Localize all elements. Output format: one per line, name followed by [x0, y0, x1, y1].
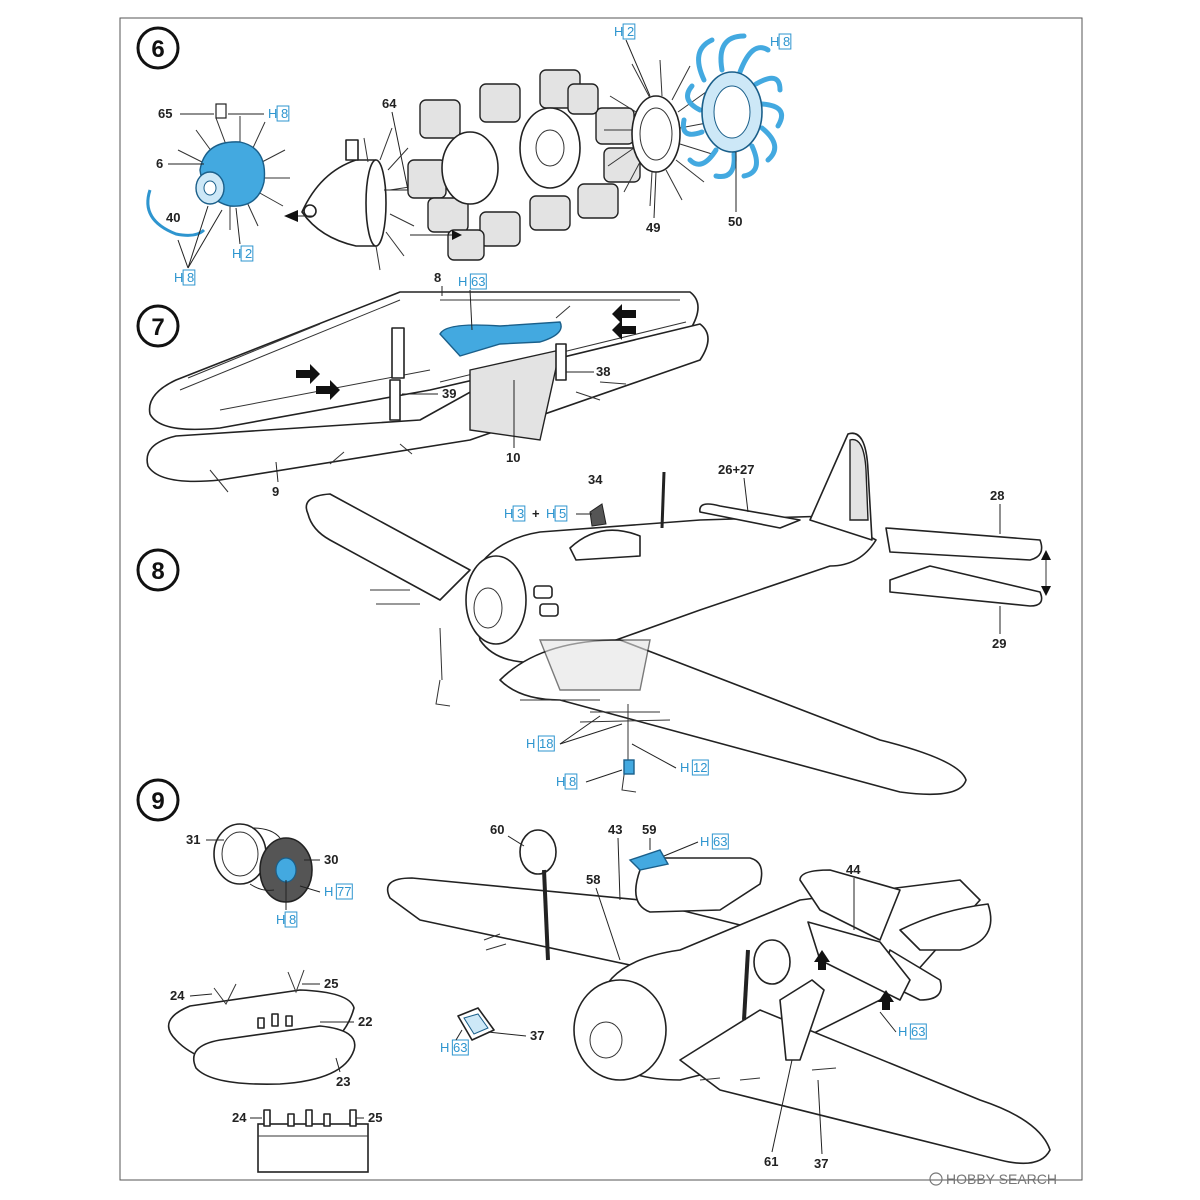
part-61-label: 61	[764, 1154, 778, 1169]
part-38-label: 38	[596, 364, 610, 379]
part-49-label: 49	[646, 220, 660, 235]
part-24-label-b: 24	[232, 1110, 247, 1125]
plus-sign: +	[532, 506, 540, 521]
part-24-label-a: 24	[170, 988, 185, 1003]
paint-code-box	[469, 273, 487, 290]
part-6-label: 6	[156, 156, 163, 171]
step-7: 7	[136, 270, 709, 499]
paint-h18-label: H 18	[526, 736, 553, 751]
paint-code-box	[691, 759, 709, 776]
part-31-label: 31	[186, 832, 200, 847]
part-44-label: 44	[846, 862, 861, 877]
part-30-label: 30	[324, 852, 338, 867]
paint-h8-label-a: H 8	[268, 106, 288, 121]
step-6: 6 65 H 8 6 40 H 8 H 2	[136, 23, 792, 286]
paint-code-box	[622, 23, 636, 40]
paint-h8-label-b: H 8	[174, 270, 194, 285]
paint-code-box	[554, 505, 568, 522]
paint-code-box	[778, 33, 792, 50]
paint-code-box	[512, 505, 526, 522]
part-58-label: 58	[586, 872, 600, 887]
paint-code-box	[711, 833, 729, 850]
paint-code-box	[240, 245, 254, 262]
part-37-label-b: 37	[814, 1156, 828, 1171]
step-9: 9 31 30 H 77 H 8 24	[136, 778, 1051, 1173]
step-6-number: 6	[151, 36, 164, 63]
paint-h63-label-a: H 63	[458, 274, 485, 289]
paint-h63-label-d: H 63	[440, 1040, 467, 1055]
paint-code-box	[335, 883, 353, 900]
part-60-label: 60	[490, 822, 504, 837]
paint-code-box	[284, 911, 298, 928]
wheel-31-30-drawing	[213, 823, 313, 903]
paint-h8-label-c: H 8	[770, 34, 790, 49]
part-43-label: 43	[608, 822, 622, 837]
wing-assembly-drawing	[146, 291, 709, 493]
paint-h2-label-b: H 2	[614, 24, 634, 39]
part-25-label-a: 25	[324, 976, 338, 991]
part-22-label: 22	[358, 1014, 372, 1029]
part-29-label: 29	[992, 636, 1006, 651]
paint-h8-label-d: H 8	[556, 774, 576, 789]
part-50-label: 50	[728, 214, 742, 229]
part-37-label-a: 37	[530, 1028, 544, 1043]
spinner-drawing	[284, 127, 440, 271]
paint-h5-label: H 5	[546, 506, 566, 521]
part-25-label-b: 25	[368, 1110, 382, 1125]
step-6-badge	[136, 26, 180, 70]
watermark-text: HOBBY SEARCH	[946, 1171, 1057, 1187]
paint-code-box	[537, 735, 555, 752]
step-8-number: 8	[151, 558, 164, 585]
sheet-border	[119, 17, 1083, 1181]
part-39-label: 39	[442, 386, 456, 401]
part-28-label: 28	[990, 488, 1004, 503]
paint-h2-label-a: H 2	[232, 246, 252, 261]
paint-code-box	[564, 773, 578, 790]
aircraft-underside-drawing	[386, 829, 1051, 1165]
part-59-label: 59	[642, 822, 656, 837]
paint-h12-label: H 12	[680, 760, 707, 775]
step-8-badge	[136, 548, 180, 592]
drop-tank-drawing	[167, 969, 356, 1085]
part-26-27-label: 26+27	[718, 462, 755, 477]
paint-code-box	[451, 1039, 469, 1056]
paint-code-box	[182, 269, 196, 286]
part-23-label: 23	[336, 1074, 350, 1089]
blue-cowling-drawing	[146, 103, 290, 237]
part-64-label: 64	[382, 96, 397, 111]
paint-h63-label-b: H 63	[700, 834, 727, 849]
part-8-label: 8	[434, 270, 441, 285]
paint-h8-label-e: H 8	[276, 912, 296, 927]
tank-side-view-drawing	[257, 1109, 369, 1173]
step-7-badge	[136, 304, 180, 348]
part-9-label: 9	[272, 484, 279, 499]
step-8: 8	[136, 432, 1051, 796]
paint-code-box	[909, 1023, 927, 1040]
step-7-number: 7	[151, 314, 164, 341]
paint-h3-label: H 3	[504, 506, 524, 521]
paint-h63-label-c: H 63	[898, 1024, 925, 1039]
exhaust-50-drawing	[680, 33, 784, 180]
step-9-badge	[136, 778, 180, 822]
part-65-label: 65	[158, 106, 172, 121]
hobby-search-watermark: HOBBY SEARCH	[929, 1171, 1057, 1187]
part-10-label: 10	[506, 450, 520, 465]
paint-code-box	[276, 105, 290, 122]
part-40-label: 40	[166, 210, 180, 225]
radial-engine-drawing	[407, 69, 641, 261]
aircraft-fuselage-drawing	[305, 432, 1051, 796]
paint-h77-label: H 77	[324, 884, 351, 899]
step-9-number: 9	[151, 788, 164, 815]
part-34-label: 34	[588, 472, 603, 487]
